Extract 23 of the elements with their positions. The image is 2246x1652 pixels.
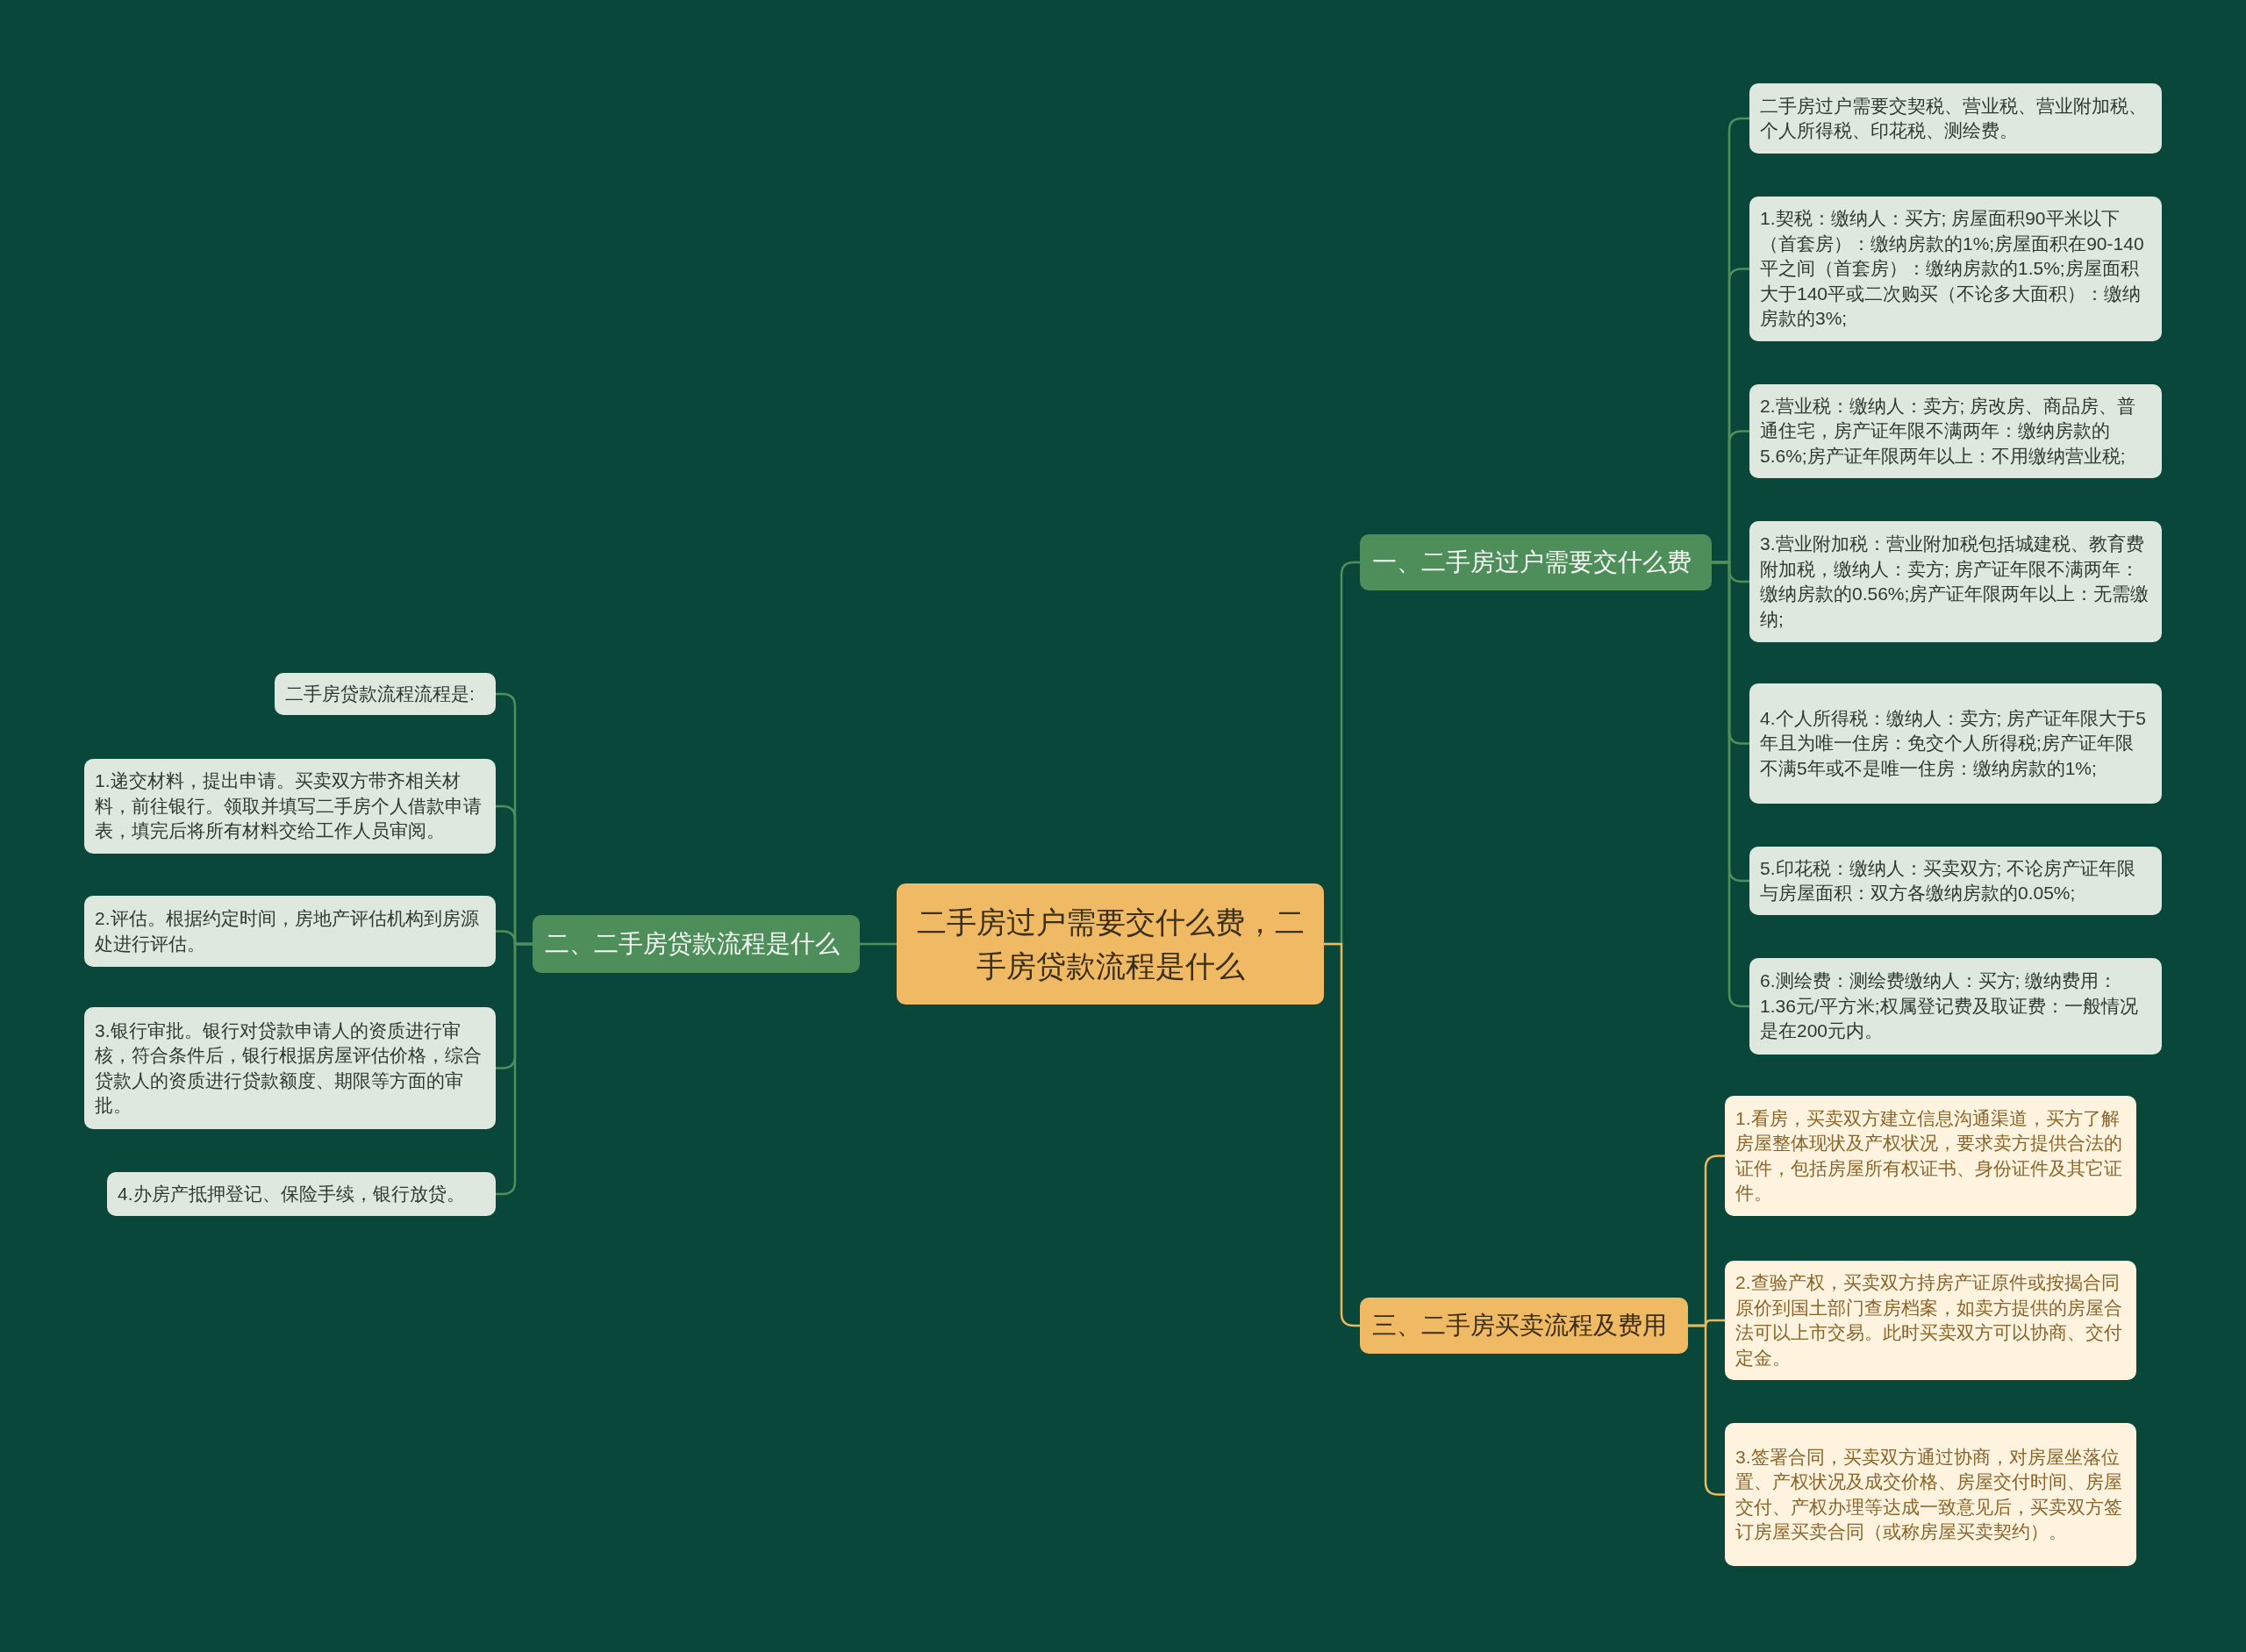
note-box: 1.看房，买卖双方建立信息沟通渠道，买方了解房屋整体现状及产权状况，要求卖方提供合法的证件，包括房屋所有权证书、身份证件及其它证件。	[1725, 1096, 2136, 1216]
branch-box: 三、二手房买卖流程及费用	[1360, 1298, 1688, 1354]
note-box: 2.评估。根据约定时间，房地产评估机构到房源处进行评估。	[84, 896, 496, 967]
note-box: 2.营业税：缴纳人：卖方; 房改房、商品房、普通住宅，房产证年限不满两年：缴纳房款的5.6%;房产证年限两年以上：不用缴纳营业税;	[1749, 384, 2162, 478]
note-box: 3.营业附加税：营业附加税包括城建税、教育费附加税，缴纳人：卖方; 房产证年限不满两年：缴纳房款的0.56%;房产证年限两年以上：无需缴纳;	[1749, 521, 2162, 642]
branch-box: 一、二手房过户需要交什么费	[1360, 534, 1712, 590]
connector-line	[496, 942, 533, 1196]
central-topic-box: 二手房过户需要交什么费，二手房贷款流程是什么	[897, 883, 1324, 1005]
note-box: 1.契税：缴纳人：买方; 房屋面积90平米以下（首套房）：缴纳房款的1%;房屋面积在90-140平之间（首套房）：缴纳房款的1.5%;房屋面积大于140平或二次购买（不论多大面积）：缴纳房款的3%;	[1749, 197, 2162, 341]
note-box: 3.签署合同，买卖双方通过协商，对房屋坐落位置、产权状况及成交价格、房屋交付时间、房屋交付、产权办理等达成一致意见后，买卖双方签订房屋买卖合同（或称房屋买卖契约）。	[1725, 1423, 2136, 1566]
note-box: 二手房过户需要交契税、营业税、营业附加税、个人所得税、印花税、测绘费。	[1749, 83, 2162, 154]
note-box: 4.个人所得税：缴纳人：卖方; 房产证年限大于5年且为唯一住房：免交个人所得税;房产证年限不满5年或不是唯一住房：缴纳房款的1%;	[1749, 683, 2162, 804]
note-box: 3.银行审批。银行对贷款申请人的资质进行审核，符合条件后，银行根据房屋评估价格，综合贷款人的资质进行贷款额度、期限等方面的审批。	[84, 1007, 496, 1129]
note-box: 1.递交材料，提出申请。买卖双方带齐相关材料，前往银行。领取并填写二手房个人借款申请表，填完后将所有材料交给工作人员审阅。	[84, 759, 496, 854]
note-box: 4.办房产抵押登记、保险手续，银行放贷。	[107, 1172, 496, 1216]
connector-line	[1688, 1324, 1725, 1496]
note-box: 二手房贷款流程流程是:	[275, 673, 496, 715]
note-box: 6.测绘费：测绘费缴纳人：买方; 缴纳费用：1.36元/平方米;权属登记费及取证费：一般情况是在200元内。	[1749, 958, 2162, 1055]
note-box: 5.印花税：缴纳人：买卖双方; 不论房产证年限与房屋面积：双方各缴纳房款的0.05%;	[1749, 847, 2162, 915]
connector-line	[860, 942, 897, 946]
connector-line	[1324, 942, 1360, 1327]
note-box: 2.查验产权，买卖双方持房产证原件或按揭合同原价到国土部门查房档案，如卖方提供的房屋合法可以上市交易。此时买卖双方可以协商、交付定金。	[1725, 1261, 2136, 1380]
branch-box: 二、二手房贷款流程是什么	[533, 915, 860, 973]
